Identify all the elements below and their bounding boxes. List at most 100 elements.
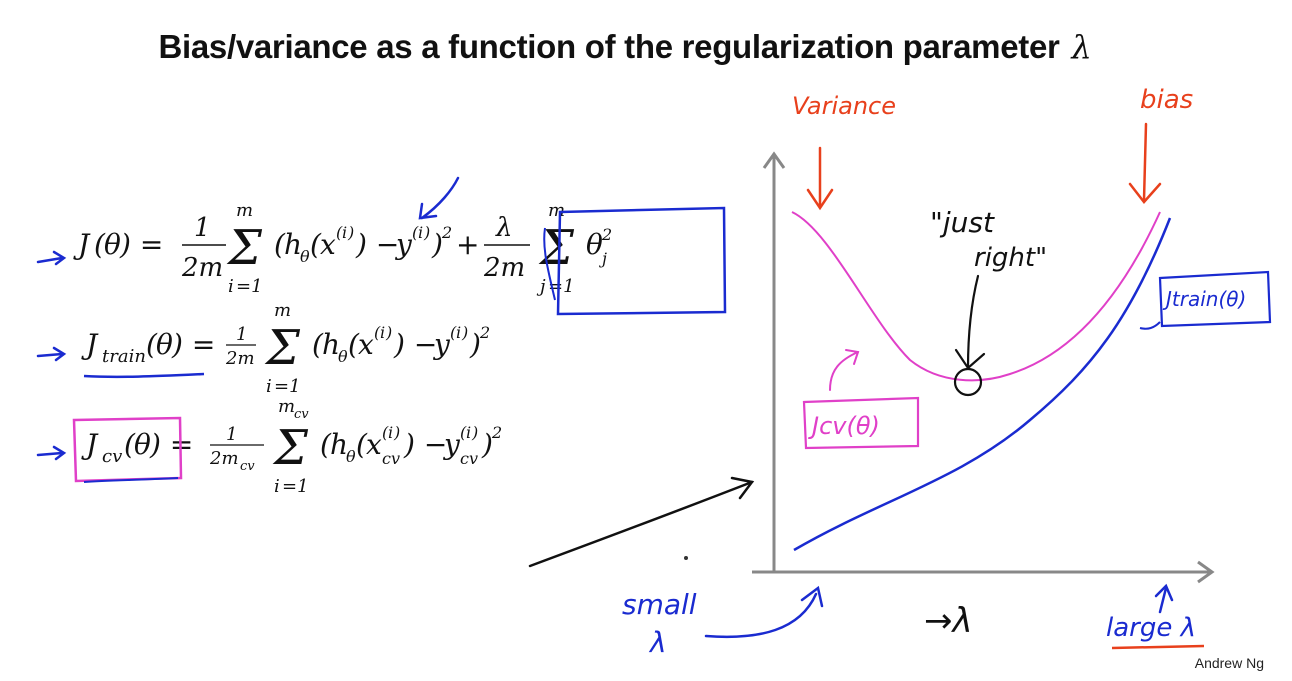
svg-text:j: j	[536, 276, 546, 297]
jcv-underline	[83, 477, 179, 483]
svg-text:y: y	[394, 228, 413, 261]
cv-eq-arrow-icon	[36, 445, 67, 461]
jcv-curve-label: Jcv(θ)	[808, 412, 880, 440]
svg-text:h: h	[284, 228, 302, 261]
svg-text:Σ: Σ	[272, 420, 309, 476]
svg-text:i: i	[228, 276, 234, 297]
jcv-label-arrow-icon	[829, 349, 860, 391]
cost-function-math: J ( θ ) = 1 2m m Σ i =1 ( h θ ( x ( i ) …	[73, 200, 612, 297]
svg-text:y: y	[442, 428, 461, 461]
svg-text:): )	[393, 423, 400, 442]
svg-text:2m: 2m	[225, 348, 255, 369]
author-credit: Andrew Ng	[1194, 655, 1264, 671]
svg-text:=1: =1	[236, 276, 263, 297]
svg-text:(: (	[94, 228, 106, 261]
svg-text:J: J	[73, 228, 91, 261]
just-right-circle	[953, 367, 983, 397]
svg-text:θ: θ	[104, 228, 121, 261]
svg-text:i: i	[466, 423, 471, 442]
jtrain-curve-label: Jtrain(θ)	[1162, 287, 1246, 311]
stray-dot	[684, 556, 688, 560]
svg-text:=1: =1	[282, 476, 309, 497]
large-lambda-arrow-icon	[1154, 583, 1174, 614]
cv-cost-math: J cv ( θ ) = 1 2m cv m cv Σ i =1 ( h θ (…	[81, 396, 502, 497]
jcv-box	[72, 416, 183, 483]
svg-text:cv: cv	[294, 407, 309, 422]
small-lambda-arrow-icon	[704, 585, 824, 639]
svg-text:): )	[469, 328, 481, 361]
train-eq-arrow-icon	[36, 346, 67, 362]
svg-text:h: h	[330, 428, 348, 461]
svg-text:(: (	[320, 428, 332, 461]
svg-text:i: i	[266, 376, 272, 397]
svg-text:(: (	[382, 423, 389, 442]
regularizer-box	[556, 206, 727, 316]
svg-text:y: y	[432, 328, 451, 361]
svg-text:2: 2	[491, 423, 502, 442]
svg-text:Σ: Σ	[264, 320, 301, 376]
svg-text:i: i	[388, 423, 393, 442]
svg-text:1: 1	[236, 324, 247, 345]
svg-text:(: (	[312, 328, 324, 361]
svg-text:θ: θ	[300, 247, 310, 266]
svg-text:): )	[347, 223, 354, 242]
svg-text:): )	[423, 223, 430, 242]
svg-text:): )	[471, 423, 478, 442]
svg-text:) =: ) =	[149, 428, 193, 461]
svg-text:(: (	[310, 228, 322, 261]
svg-text:j: j	[599, 249, 607, 268]
svg-text:J: J	[81, 428, 99, 461]
svg-text:m: m	[274, 300, 291, 321]
svg-text:θ: θ	[586, 228, 603, 261]
svg-text:θ: θ	[156, 328, 173, 361]
svg-text:+: +	[456, 228, 479, 261]
y-axis-arrowhead-icon	[762, 151, 786, 169]
svg-text:λ: λ	[495, 213, 512, 243]
svg-text:): )	[481, 428, 493, 461]
svg-text:cv: cv	[102, 446, 122, 467]
plot-axes	[752, 151, 1215, 584]
svg-text:θ: θ	[338, 347, 348, 366]
svg-text:m: m	[236, 200, 253, 221]
just-right-label-line1: "just	[930, 206, 995, 239]
bias-arrow-icon	[1128, 122, 1162, 204]
svg-text:θ: θ	[346, 447, 356, 466]
black-pointer-arrow-icon	[528, 476, 755, 568]
jtrain-underline	[83, 372, 205, 379]
small-lambda-label-line1: small	[622, 588, 697, 621]
svg-text:m: m	[278, 396, 295, 417]
svg-text:x: x	[320, 228, 336, 261]
svg-text:i: i	[456, 323, 461, 342]
svg-text:(: (	[124, 428, 136, 461]
svg-text:(: (	[146, 328, 158, 361]
svg-text:) −: ) −	[355, 228, 399, 261]
jcv-label-box	[802, 396, 920, 450]
svg-text:2m: 2m	[483, 253, 525, 283]
small-lambda-label-line2: λ	[648, 626, 667, 659]
svg-text:(: (	[336, 223, 343, 242]
svg-text:train: train	[102, 346, 146, 367]
equation-pointer-arrows	[36, 176, 460, 461]
jcv-curve	[791, 211, 1161, 382]
slide-title: Bias/variance as a function of the regul…	[0, 28, 1250, 66]
cost-eq-arrow-icon	[36, 250, 67, 266]
svg-text:=1: =1	[548, 276, 575, 297]
svg-text:cv: cv	[460, 449, 478, 468]
svg-text:(: (	[450, 323, 457, 342]
svg-text:): )	[461, 323, 468, 342]
svg-text:2: 2	[441, 223, 452, 242]
svg-text:1: 1	[194, 213, 211, 243]
svg-text:) =: ) =	[119, 228, 163, 261]
svg-text:2: 2	[601, 225, 612, 244]
just-right-arrow-icon	[954, 274, 986, 370]
svg-text:i: i	[380, 323, 385, 342]
jtrain-label-box	[1158, 270, 1272, 328]
svg-text:2m: 2m	[181, 253, 223, 283]
svg-text:J: J	[81, 328, 99, 361]
svg-text:) −: ) −	[403, 428, 447, 461]
svg-text:cv: cv	[240, 459, 255, 474]
large-lambda-label: large λ	[1106, 613, 1196, 643]
regularizer-arrow-icon	[418, 176, 460, 220]
svg-text:(: (	[412, 223, 419, 242]
